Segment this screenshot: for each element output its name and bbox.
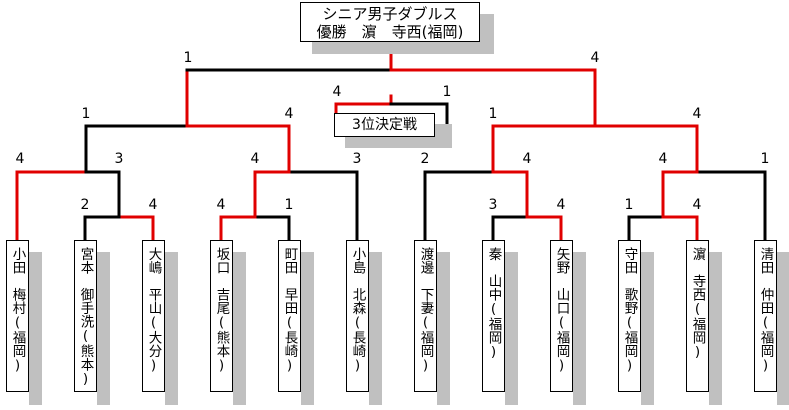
score-final-left: 1: [183, 50, 193, 66]
score-r2-4a: 4: [658, 151, 668, 167]
player-name: 矢野 山口(福岡): [553, 247, 570, 374]
score-r2-3a: 2: [420, 151, 430, 167]
score-r1-2a: 4: [216, 197, 226, 213]
score-r1-4b: 4: [692, 197, 702, 213]
player-box: 小島 北森(長崎): [346, 240, 369, 392]
player-shadow: [97, 252, 110, 405]
player-name: 宮本 御手洗(熊本): [77, 247, 94, 387]
player-shadow: [301, 252, 314, 405]
player-name: 清田 仲田(福岡): [757, 247, 774, 374]
score-r2-1b: 3: [114, 151, 124, 167]
player-shadow: [369, 252, 382, 405]
player-shadow: [165, 252, 178, 405]
player-name: 坂口 吉尾(熊本): [213, 247, 230, 374]
player-shadow: [641, 252, 654, 405]
player-name: 町田 早田(長崎): [281, 247, 298, 374]
score-semi-right-a: 1: [488, 106, 498, 122]
score-r2-4b: 1: [760, 151, 770, 167]
score-r1-1a: 2: [80, 197, 90, 213]
player-box: 坂口 吉尾(熊本): [210, 240, 233, 392]
player-box: 小田 梅村(福岡): [6, 240, 29, 392]
score-semi-left-a: 1: [81, 106, 91, 122]
player-name: 守田 歌野(福岡): [621, 247, 638, 374]
score-semi-right-b: 4: [692, 106, 702, 122]
title-box: シニア男子ダブルス 優勝 濵 寺西(福岡): [300, 2, 480, 42]
score-third-right: 1: [442, 84, 452, 100]
score-r2-3b: 4: [522, 151, 532, 167]
player-box: 守田 歌野(福岡): [618, 240, 641, 392]
player-box: 宮本 御手洗(熊本): [74, 240, 97, 392]
score-r2-1a: 4: [15, 151, 25, 167]
score-r1-4a: 1: [624, 197, 634, 213]
score-r2-2b: 3: [352, 151, 362, 167]
player-shadow: [573, 252, 586, 405]
player-box: 矢野 山口(福岡): [550, 240, 573, 392]
player-shadow: [233, 252, 246, 405]
score-r1-2b: 1: [284, 197, 294, 213]
score-r2-2a: 4: [250, 151, 260, 167]
player-shadow: [505, 252, 518, 405]
score-third-left: 4: [332, 84, 342, 100]
player-box: 濵 寺西(福岡): [686, 240, 709, 392]
score-semi-left-b: 4: [284, 106, 294, 122]
player-name: 小田 梅村(福岡): [9, 247, 26, 374]
score-r1-3a: 3: [488, 197, 498, 213]
player-box: 町田 早田(長崎): [278, 240, 301, 392]
player-box: 渡邊 下妻(福岡): [414, 240, 437, 392]
champion-text: 優勝 濵 寺西(福岡): [316, 23, 464, 41]
score-r1-1b: 4: [148, 197, 158, 213]
score-final-right: 4: [590, 50, 600, 66]
player-shadow: [437, 252, 450, 405]
player-name: 秦 山中(福岡): [485, 247, 502, 360]
third-place-label: 3位決定戦: [334, 113, 435, 137]
player-shadow: [29, 252, 42, 405]
score-r1-3b: 4: [556, 197, 566, 213]
player-name: 濵 寺西(福岡): [689, 247, 706, 360]
player-name: 大嶋 平山(大分): [145, 247, 162, 374]
player-box: 大嶋 平山(大分): [142, 240, 165, 392]
player-box: 清田 仲田(福岡): [754, 240, 777, 392]
player-shadow: [777, 252, 789, 405]
player-name: 小島 北森(長崎): [349, 247, 366, 374]
player-box: 秦 山中(福岡): [482, 240, 505, 392]
event-title: シニア男子ダブルス: [322, 5, 458, 23]
player-shadow: [709, 252, 722, 405]
player-name: 渡邊 下妻(福岡): [417, 247, 434, 374]
